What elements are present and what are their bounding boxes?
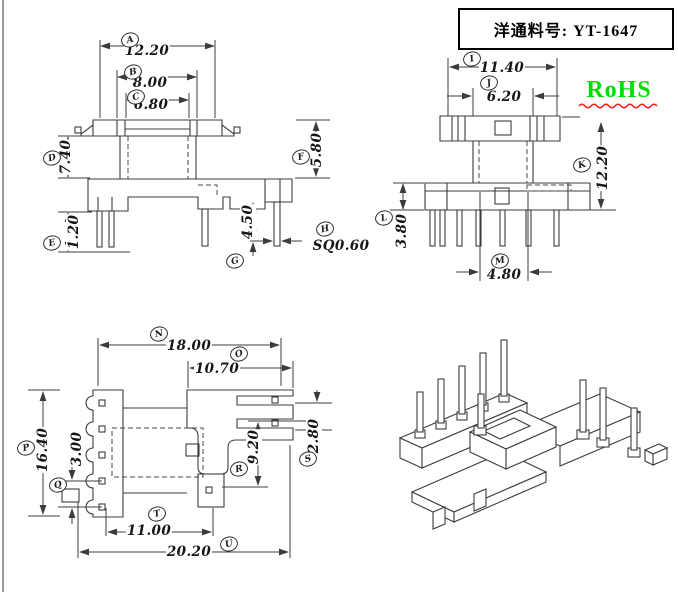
- isometric-view: [398, 339, 669, 530]
- rohs-badge: RoHS: [575, 78, 663, 110]
- dim-L-value: 3.80: [394, 212, 410, 250]
- dim-R-value: 9.20: [246, 428, 262, 466]
- dim-G-value: 4.50: [240, 203, 256, 241]
- dim-J-value: 6.20: [485, 89, 523, 105]
- dim-O-value: 10.70: [193, 361, 241, 377]
- dim-M-value: 4.80: [485, 267, 523, 283]
- dim-H-value: SQ0.60: [311, 238, 371, 254]
- part-number-label: 洋通料号: YT-1647: [493, 23, 639, 40]
- dim-P-value: 16.40: [35, 426, 51, 474]
- dim-N-value: 18.00: [165, 338, 213, 354]
- rohs-underline-squiggle: [578, 103, 658, 109]
- front-view: [58, 40, 330, 256]
- dim-E-value: 1.20: [66, 213, 82, 251]
- part-number-box: 洋通料号: YT-1647: [458, 8, 674, 50]
- dim-F-value: 5.80: [309, 131, 325, 169]
- rohs-label: RoHS: [586, 77, 652, 103]
- dim-I-value: 11.40: [478, 60, 526, 76]
- dim-T-value: 11.00: [125, 523, 173, 539]
- left-edge-line: [2, 0, 4, 592]
- side-view: [390, 58, 616, 281]
- dim-U-value: 20.20: [165, 544, 213, 560]
- dim-S-value: 2.80: [306, 417, 322, 455]
- dim-K-value: 12.20: [595, 144, 611, 192]
- dim-Q-value: 3.00: [69, 430, 85, 468]
